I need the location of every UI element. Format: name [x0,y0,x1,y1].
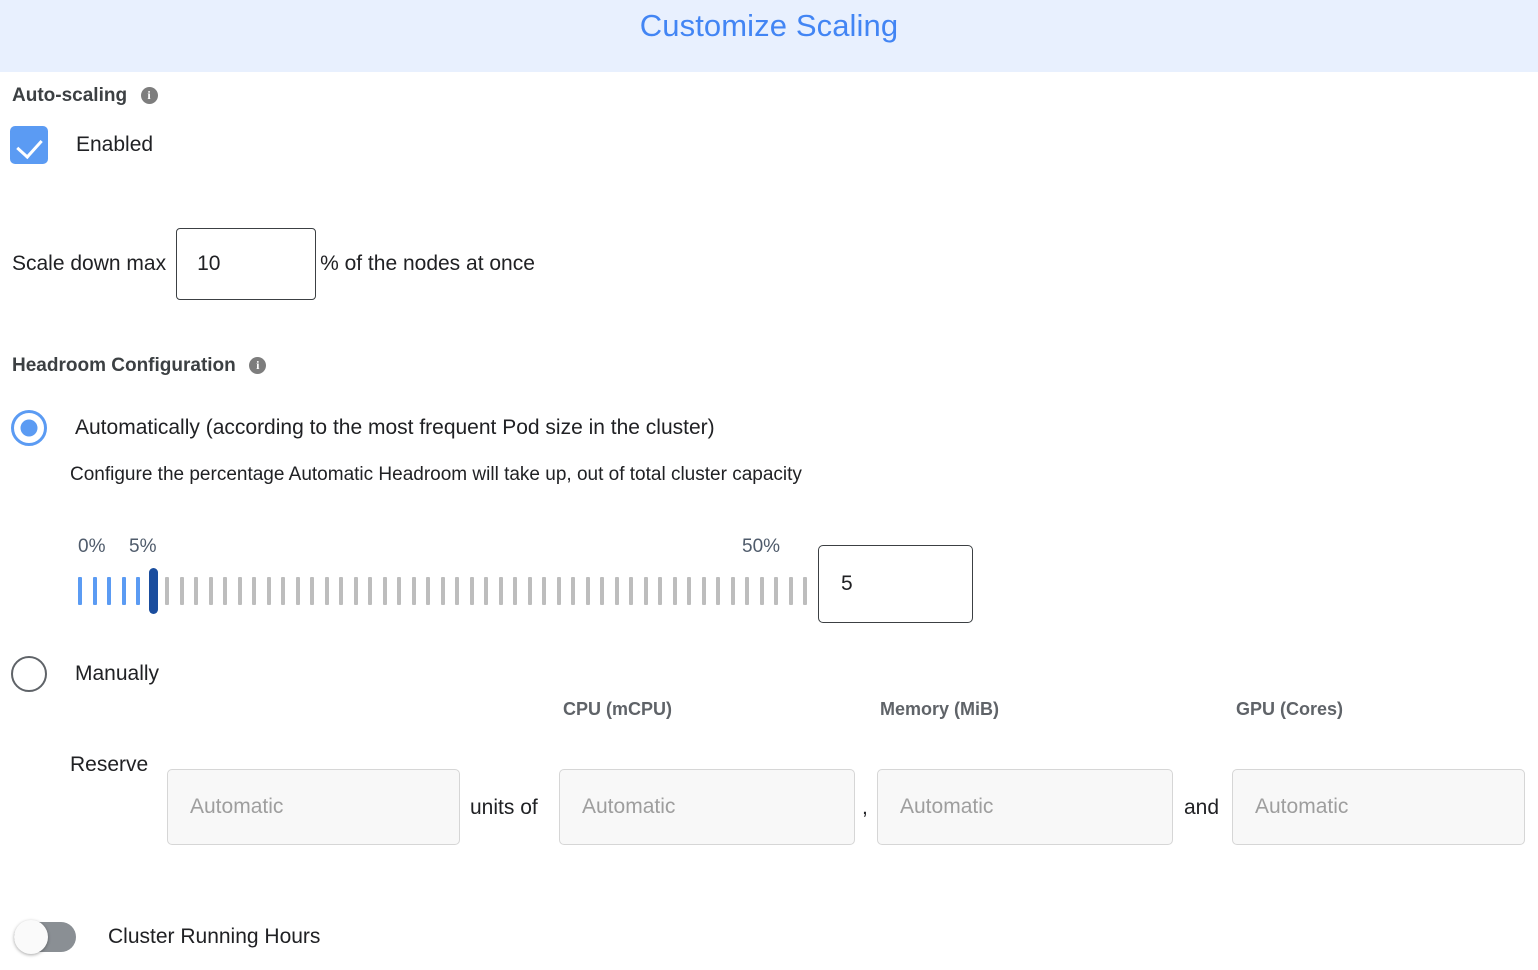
units-of-label: units of [470,796,538,819]
headroom-automatic-description: Configure the percentage Automatic Headr… [70,464,802,485]
radio-automatic-label: Automatically (according to the most fre… [75,416,715,439]
slider-tick [542,577,546,605]
slider-tick [788,577,793,605]
slider-tick [397,577,401,605]
slider-track[interactable] [78,568,807,614]
slider-tick [585,577,590,605]
slider-tick [469,577,474,605]
manual-headroom-fields: CPU (mCPU) Memory (MiB) GPU (Cores) Rese… [0,695,1538,845]
slider-tick [324,577,329,605]
scale-down-max-label: Scale down max [12,252,167,275]
slider-tick [716,577,720,605]
slider-thumb[interactable] [148,568,158,614]
slider-tick [658,577,662,605]
headroom-percentage-input[interactable] [818,545,973,623]
reserve-memory-input[interactable] [877,769,1173,845]
slider-tick [208,577,213,605]
slider-tick [687,577,691,605]
slider-tick [237,577,242,605]
headroom-percentage-slider[interactable]: 0% 5% 50% [78,536,808,614]
slider-tick [643,577,648,605]
slider-tick [803,577,807,605]
radio-manually[interactable] [11,656,47,692]
radio-automatic[interactable] [11,410,47,446]
radio-manually-label: Manually [75,662,160,685]
slider-tick [498,577,503,605]
slider-tick [513,577,517,605]
auto-scaling-section-header: Auto-scaling i [12,85,158,107]
cluster-running-hours-toggle[interactable] [14,920,76,954]
slider-tick [426,577,430,605]
reserve-row: Reserve units of , and [0,725,1538,845]
slider-tick [629,577,633,605]
slider-scale-labels: 0% 5% 50% [78,536,808,562]
headroom-configuration-label: Headroom Configuration [12,355,236,376]
column-header-gpu: GPU (Cores) [1236,699,1344,719]
info-icon[interactable]: i [249,356,267,374]
slider-tick [136,577,140,605]
scale-down-max-row: Scale down max % of the nodes at once [12,228,535,300]
slider-tick [745,577,749,605]
slider-tick [165,577,169,605]
headroom-section-header: Headroom Configuration i [12,355,267,377]
slider-min-label: 0% [78,536,106,557]
manual-column-headers: CPU (mCPU) Memory (MiB) GPU (Cores) [0,695,1538,725]
reserve-label: Reserve [70,753,149,776]
slider-tick [672,577,677,605]
slider-tick [759,577,764,605]
page-header: Customize Scaling [0,0,1538,72]
slider-tick [774,577,778,605]
slider-tick [556,577,561,605]
slider-tick [281,577,285,605]
scale-down-max-input[interactable] [176,228,317,300]
slider-tick [571,577,575,605]
slider-tick [730,577,735,605]
slider-tick [107,577,111,605]
cluster-running-hours-label: Cluster Running Hours [108,925,321,948]
headroom-mode-manual-row[interactable]: Manually [11,656,159,692]
slider-tick [527,577,532,605]
reserve-gpu-input[interactable] [1232,769,1525,845]
scale-down-max-suffix: % of the nodes at once [320,252,535,275]
toggle-knob [14,920,48,954]
slider-tick [223,577,227,605]
comma-separator: , [862,796,868,819]
info-icon[interactable]: i [140,86,158,104]
slider-tick [194,577,198,605]
auto-scaling-label: Auto-scaling [12,85,128,106]
slider-current-label: 5% [129,536,157,557]
slider-tick [121,577,126,605]
reserve-cpu-input[interactable] [559,769,855,845]
slider-tick [600,577,604,605]
slider-tick [614,577,619,605]
slider-tick [353,577,358,605]
reserve-units-input[interactable] [167,769,460,845]
slider-tick [701,577,706,605]
slider-tick [78,577,82,605]
slider-tick [368,577,372,605]
slider-tick [92,577,97,605]
slider-tick [484,577,488,605]
slider-tick [440,577,445,605]
slider-tick [339,577,343,605]
slider-tick [455,577,459,605]
slider-max-label: 50% [742,536,781,557]
column-header-memory: Memory (MiB) [880,699,1000,719]
and-label: and [1184,796,1220,819]
slider-tick [179,577,184,605]
cluster-running-hours-row[interactable]: Cluster Running Hours [14,920,321,954]
headroom-mode-automatic-row[interactable]: Automatically (according to the most fre… [11,410,715,446]
slider-tick [411,577,416,605]
slider-tick [266,577,271,605]
slider-tick [252,577,256,605]
slider-tick [310,577,314,605]
page-title: Customize Scaling [639,8,899,43]
slider-tick [295,577,300,605]
column-header-cpu: CPU (mCPU) [563,699,673,719]
enabled-checkbox[interactable] [10,126,48,164]
slider-tick [382,577,387,605]
auto-scaling-enabled-row[interactable]: Enabled [10,126,153,164]
enabled-checkbox-label: Enabled [76,133,154,156]
